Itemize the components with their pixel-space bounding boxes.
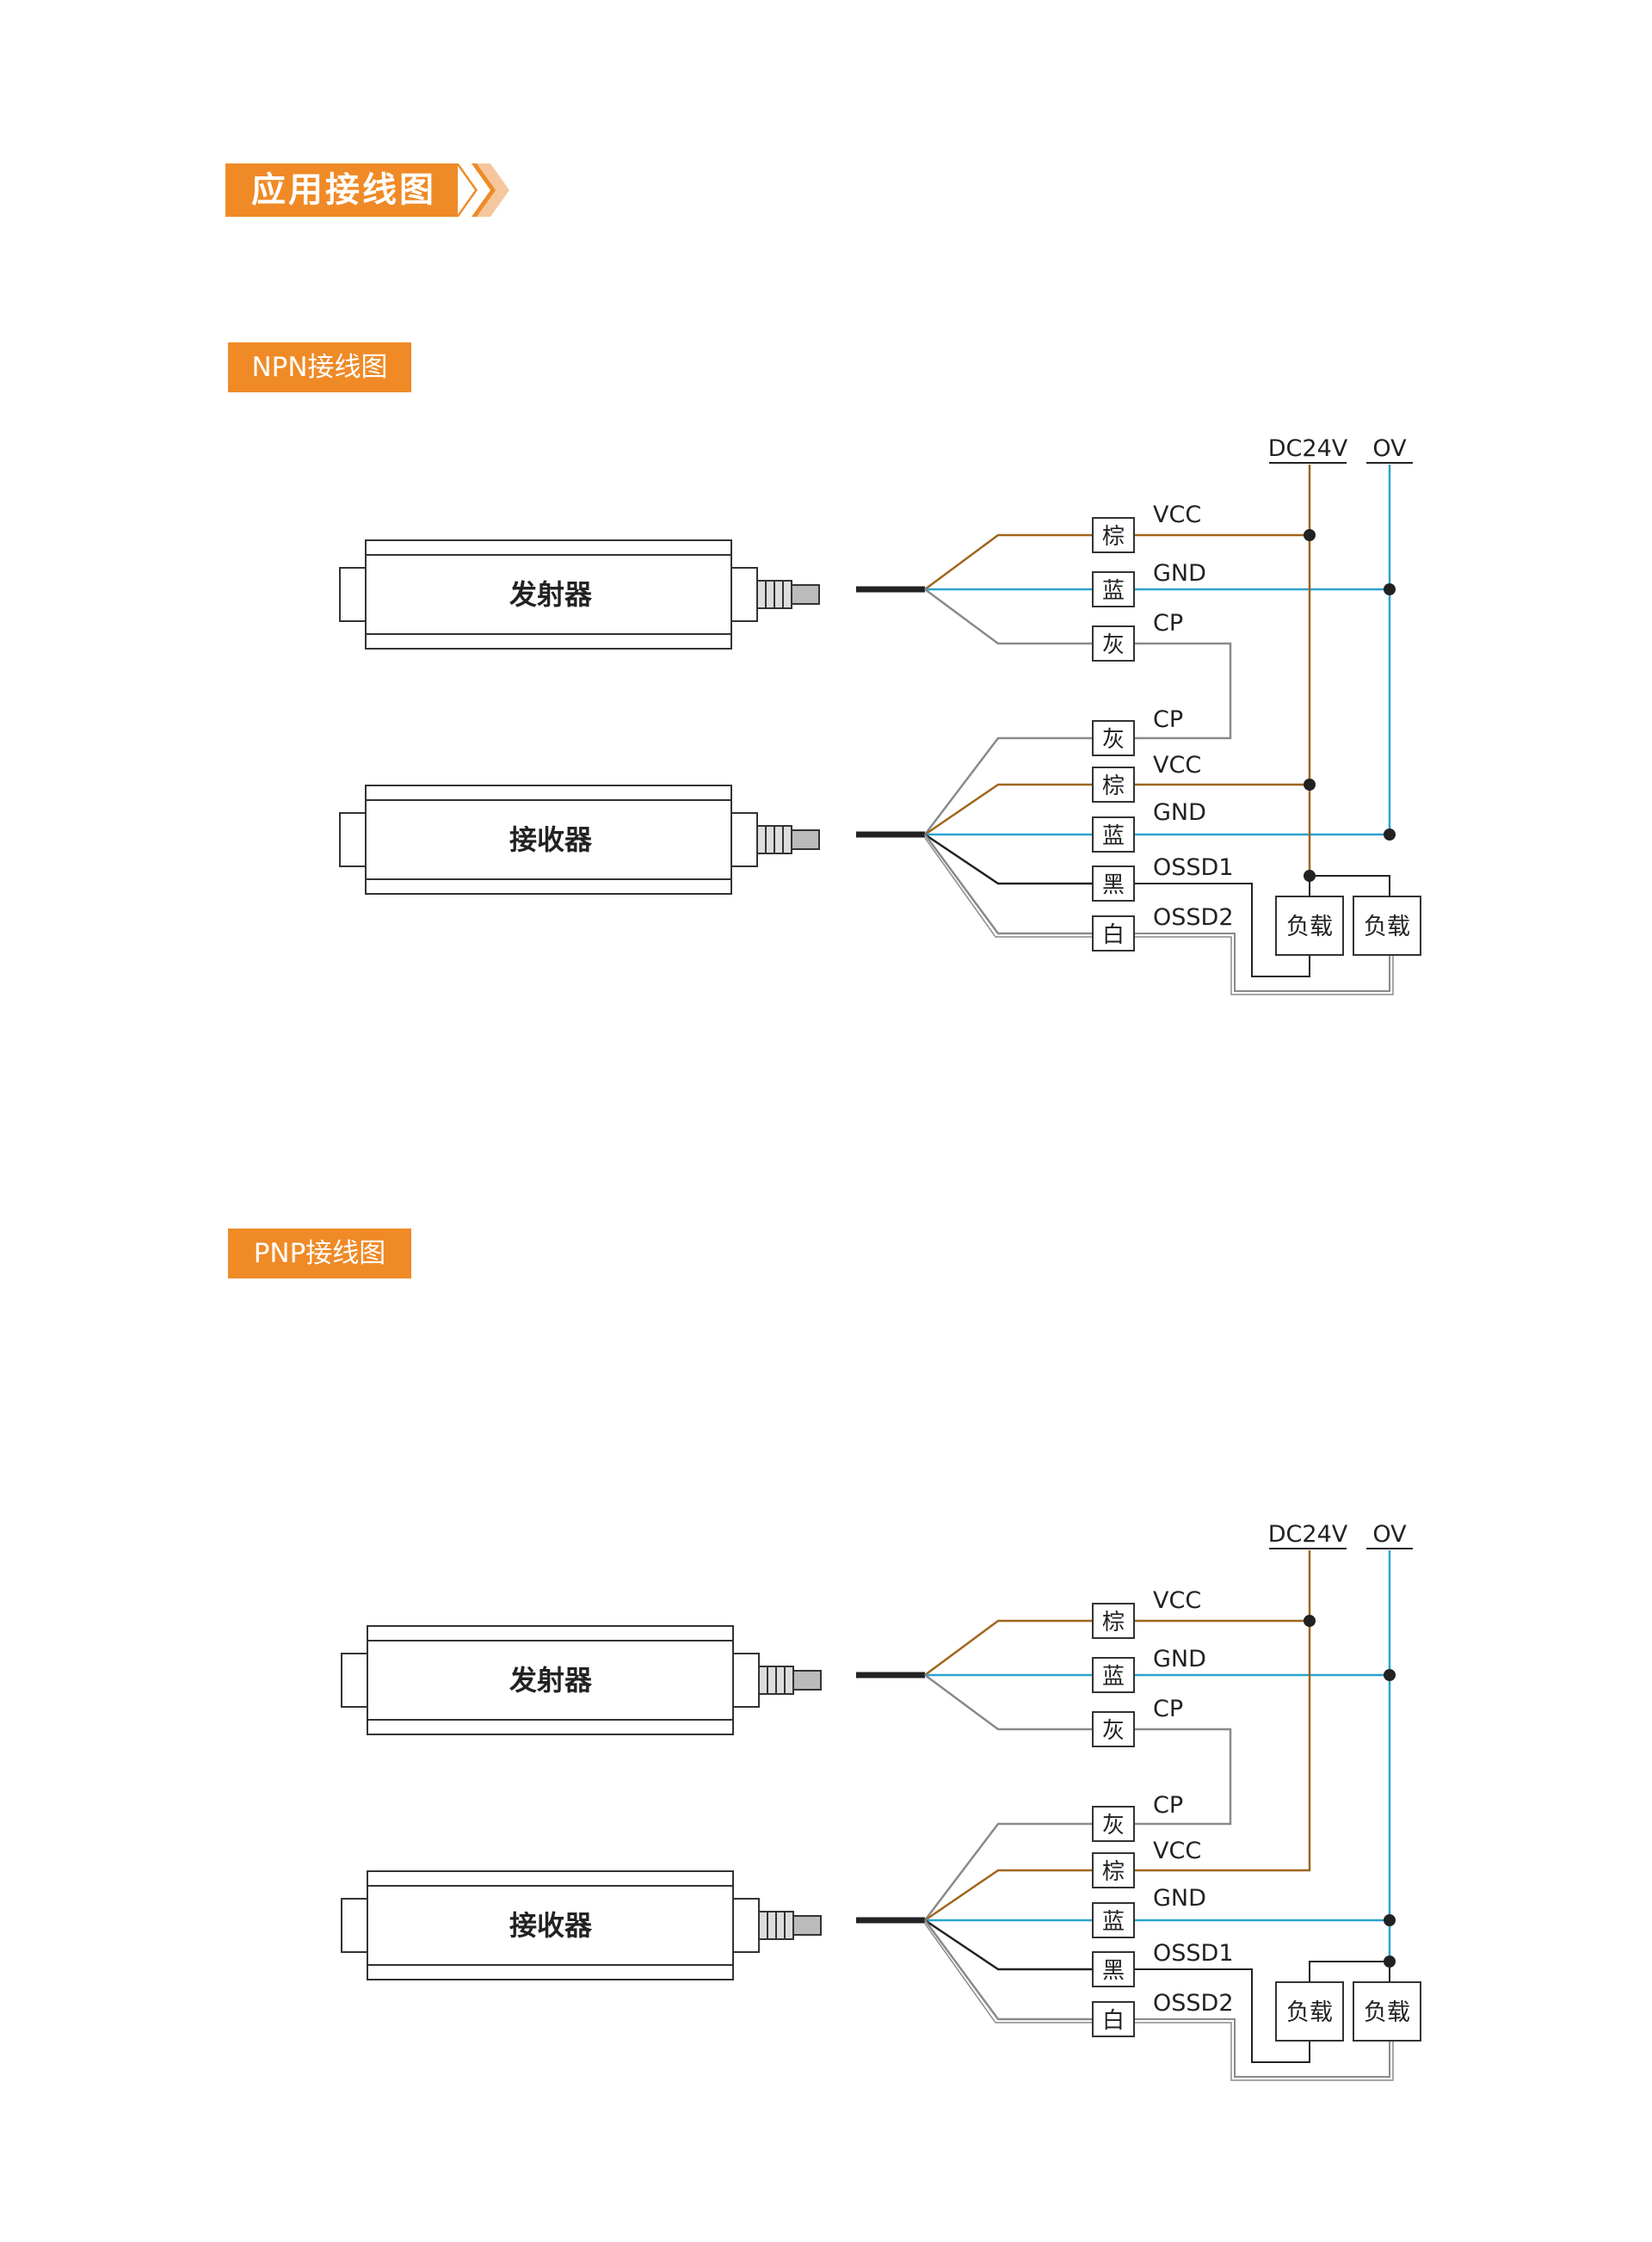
wire-color-label: 白 (1102, 2008, 1125, 2034)
emitter-label: 发射器 (509, 578, 593, 611)
supply-plus-label: DC24V (1268, 1521, 1348, 1548)
npn-wiring-diagram: 发射器 接收器 DC24V OV (339, 435, 1421, 995)
wire-color-label: 灰 (1102, 727, 1125, 753)
emitter-label: 发射器 (509, 1664, 593, 1697)
signal-label: CP (1153, 1696, 1183, 1722)
receiver-device: 接收器 (339, 785, 820, 895)
wire-color-label: 棕 (1102, 1859, 1125, 1885)
signal-label: GND (1153, 1646, 1206, 1672)
receiver-wire-labels: 灰 CP 棕 VCC 蓝 GND 黑 OSSD1 白 OSSD2 (1092, 1792, 1234, 2037)
chevron-right-icon (456, 163, 509, 217)
signal-label: CP (1153, 1792, 1183, 1819)
wire-color-label: 棕 (1102, 524, 1125, 550)
signal-label: VCC (1153, 1838, 1201, 1864)
supply-minus-label: OV (1372, 1521, 1407, 1548)
supply-plus-label: DC24V (1268, 435, 1348, 462)
load-label: 负载 (1364, 1999, 1410, 2026)
signal-label: OSSD1 (1153, 854, 1234, 881)
wire-color-label: 灰 (1102, 632, 1125, 658)
wire-color-label: 黑 (1102, 872, 1125, 898)
wire-color-label: 白 (1102, 922, 1125, 948)
emitter-wire-labels: 棕 VCC 蓝 GND 灰 CP (1092, 1587, 1206, 1747)
receiver-wire-labels: 灰 CP 棕 VCC 蓝 GND 黑 OSSD1 白 OSSD2 (1092, 706, 1234, 952)
wire-color-label: 灰 (1102, 1813, 1125, 1839)
signal-label: VCC (1153, 502, 1201, 528)
signal-label: GND (1153, 560, 1206, 587)
signal-label: OSSD2 (1153, 904, 1234, 931)
signal-label: CP (1153, 706, 1183, 733)
emitter-wire-labels: 棕 VCC 蓝 GND 灰 CP (1092, 502, 1206, 662)
receiver-label: 接收器 (509, 1909, 593, 1942)
pnp-wiring-diagram: 发射器 接收器 DC24V OV 棕 VCC 蓝 (341, 1521, 1421, 2081)
pnp-section-label: PNP接线图 (228, 1229, 411, 1278)
signal-label: GND (1153, 1885, 1206, 1912)
signal-label: OSSD1 (1153, 1940, 1234, 1967)
receiver-device: 接收器 (341, 1870, 822, 1980)
wire-color-label: 蓝 (1102, 1909, 1125, 1935)
signal-label: VCC (1153, 752, 1201, 779)
emitter-device: 发射器 (341, 1625, 822, 1735)
load-label: 负载 (1364, 914, 1410, 940)
wire-color-label: 棕 (1102, 773, 1125, 799)
signal-label: GND (1153, 799, 1206, 826)
npn-section-label: NPN接线图 (228, 342, 411, 392)
emitter-device: 发射器 (339, 539, 820, 650)
wire-color-label: 灰 (1102, 1718, 1125, 1744)
load-label: 负载 (1286, 1999, 1333, 2026)
load-label: 负载 (1286, 914, 1333, 940)
receiver-label: 接收器 (509, 823, 593, 856)
signal-label: OSSD2 (1153, 1990, 1234, 2017)
wire-color-label: 蓝 (1102, 823, 1125, 849)
page-title: 应用接线图 (225, 163, 458, 217)
signal-label: CP (1153, 610, 1183, 637)
wire-color-label: 蓝 (1102, 578, 1125, 604)
wire-color-label: 蓝 (1102, 1664, 1125, 1690)
wire-color-label: 黑 (1102, 1958, 1125, 1984)
signal-label: VCC (1153, 1587, 1201, 1614)
supply-minus-label: OV (1372, 435, 1407, 462)
wire-color-label: 棕 (1102, 1610, 1125, 1635)
